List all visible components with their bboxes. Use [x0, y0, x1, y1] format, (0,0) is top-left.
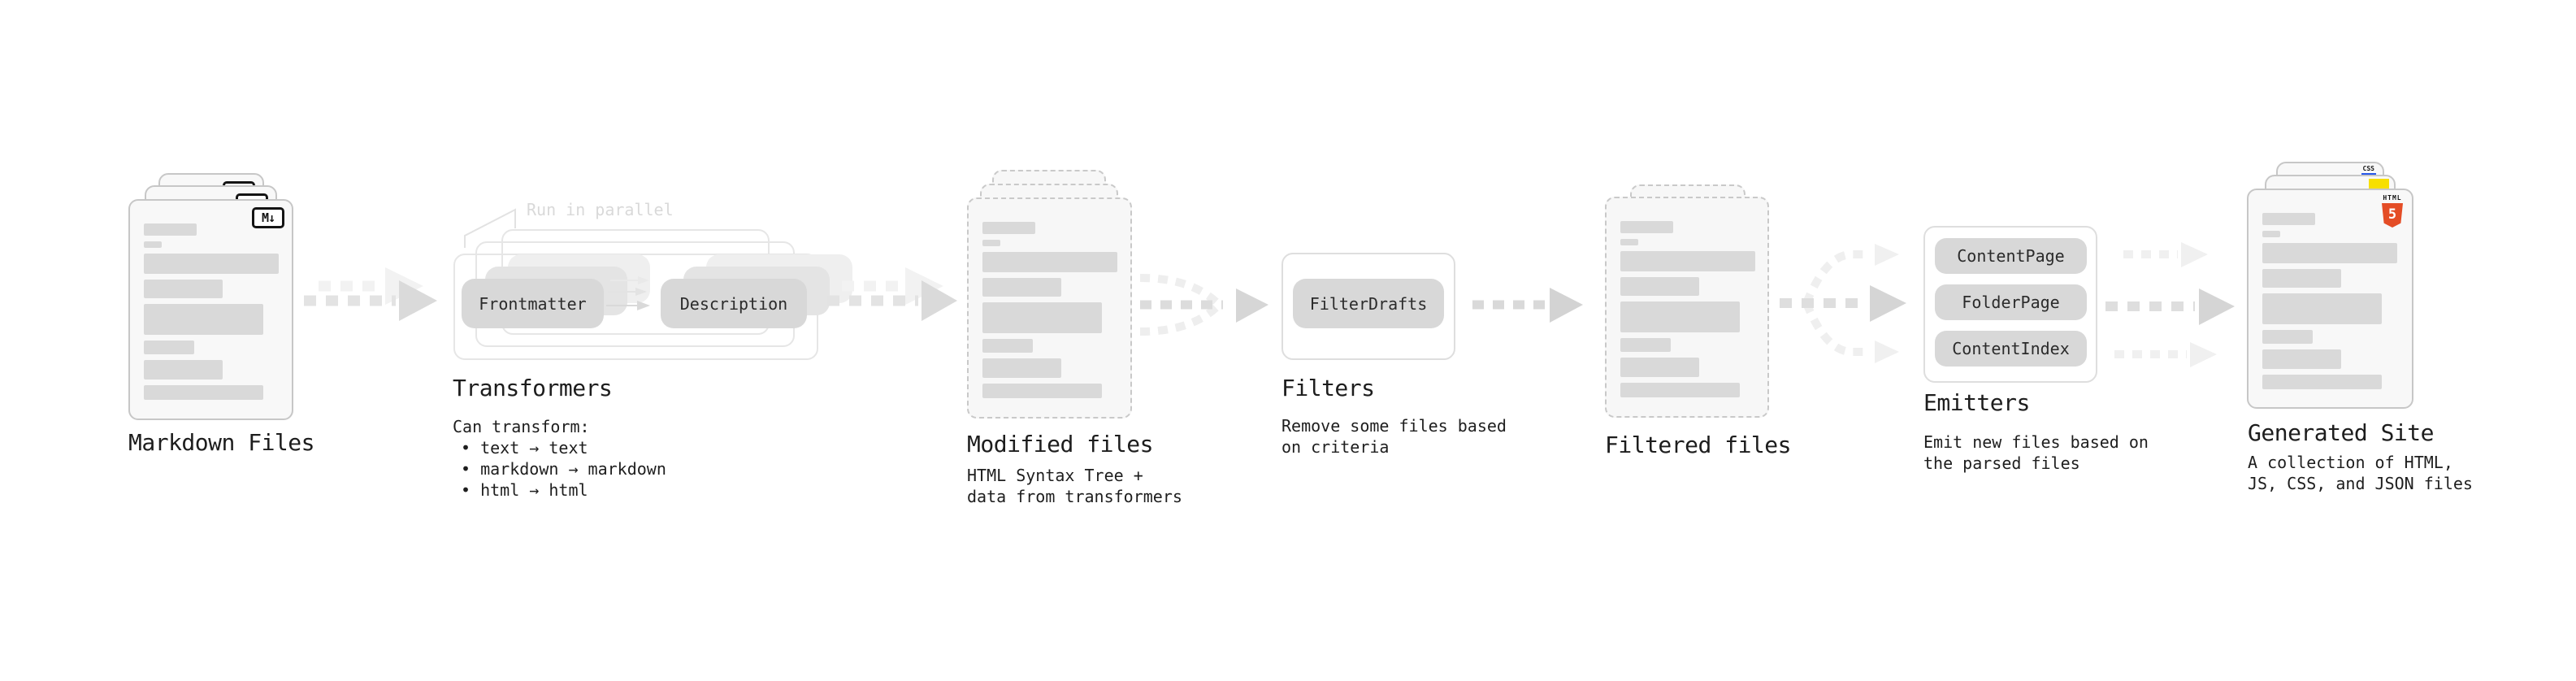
- bullet-item: • markdown → markdown: [461, 459, 666, 479]
- stage-label-generated-site: Generated Site: [2248, 419, 2435, 446]
- run-in-parallel-note: Run in parallel: [527, 200, 674, 219]
- html5-icon-word: HTML: [2383, 194, 2402, 202]
- stage-generated-site: CSS HTML 5 Generated Site A collection o…: [2244, 158, 2488, 516]
- flow-arrow-modified-to-filters: [1139, 274, 1268, 336]
- flow-arrow-filters-to-filtered: [1472, 288, 1583, 323]
- stage-label-filtered-files: Filtered files: [1605, 432, 1792, 458]
- js-icon: [2369, 179, 2389, 189]
- stage-label-modified-files: Modified files: [967, 431, 1154, 458]
- emitter-pill-contentpage: ContentPage: [1935, 238, 2087, 274]
- emitters-sublabel: Emit new files based on the parsed files: [1923, 432, 2149, 473]
- document-card: M↓: [128, 199, 293, 420]
- note-connector-line: [464, 208, 516, 248]
- stage-transformers: Run in parallel Frontmatter Description …: [443, 199, 852, 508]
- document-card: [967, 197, 1132, 419]
- modified-files-sublabel: HTML Syntax Tree + data from transformer…: [967, 466, 1182, 506]
- text-placeholder-lines: [2262, 213, 2397, 389]
- transformer-pill-frontmatter: Frontmatter: [462, 279, 604, 328]
- flow-arrow-markdown-to-transformers: [304, 267, 437, 321]
- emitter-pill-folderpage: FolderPage: [1935, 284, 2087, 320]
- text-placeholder-lines: [1620, 221, 1755, 397]
- stage-label-transformers: Transformers: [453, 375, 613, 401]
- css-icon: CSS: [2361, 165, 2376, 176]
- flow-arrow-transformers-to-modified: [827, 267, 957, 321]
- stage-markdown-files: M↓ M↓ M↓ Markdown Files: [126, 158, 337, 484]
- flow-arrow-filtered-to-emitters: [1780, 244, 1906, 363]
- stage-filtered-files: Filtered files: [1602, 158, 1822, 516]
- flow-arrow-emitters-to-generated: [2105, 242, 2235, 367]
- markdown-icon: M↓: [252, 207, 284, 228]
- filter-pill-filterdrafts: FilterDrafts: [1293, 279, 1444, 328]
- transformers-description: Can transform: • text → text • markdown …: [453, 416, 666, 501]
- stage-label-markdown-files: Markdown Files: [128, 429, 315, 456]
- html5-icon: HTML 5: [2380, 194, 2405, 228]
- text-placeholder-lines: [982, 222, 1117, 398]
- transformer-pill-description: Description: [661, 279, 807, 328]
- emitter-pill-contentindex: ContentIndex: [1935, 331, 2087, 367]
- document-card: [1605, 197, 1769, 418]
- text-placeholder-lines: [144, 223, 279, 400]
- stage-emitters: ContentPage FolderPage ContentIndex Emit…: [1921, 219, 2181, 488]
- generated-site-sublabel: A collection of HTML, JS, CSS, and JSON …: [2248, 453, 2473, 493]
- bullet-item: • text → text: [461, 438, 588, 458]
- document-card: HTML 5: [2247, 189, 2413, 409]
- stage-label-filters: Filters: [1281, 375, 1375, 401]
- filters-sublabel: Remove some files based on criteria: [1281, 416, 1507, 457]
- html5-icon-shield: 5: [2382, 203, 2403, 228]
- stage-filters: FilterDrafts Filters Remove some files b…: [1280, 248, 1540, 492]
- stage-modified-files: Modified files HTML Syntax Tree + data f…: [964, 158, 1199, 516]
- description-heading: Can transform:: [453, 417, 590, 436]
- bullet-item: • html → html: [461, 480, 588, 500]
- stage-label-emitters: Emitters: [1923, 389, 2030, 416]
- mini-arrows-icon: [606, 276, 650, 310]
